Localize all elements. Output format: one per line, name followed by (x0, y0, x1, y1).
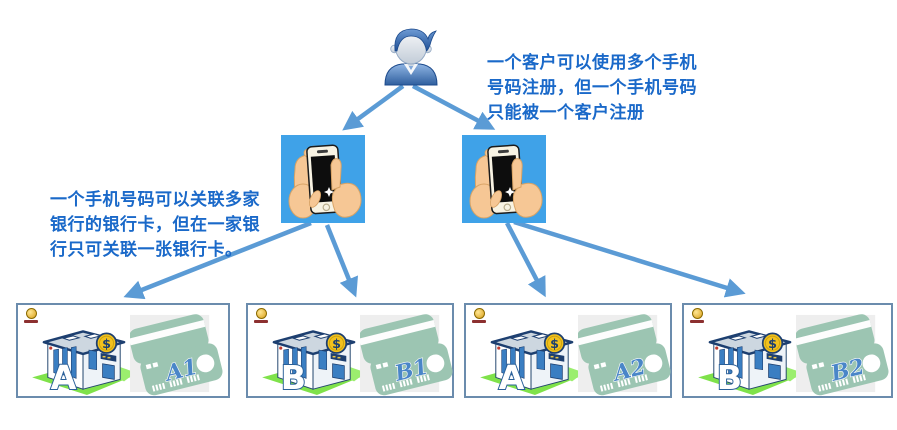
arrow-customer-to-phone1 (342, 84, 405, 131)
bank-card-icon: B1 (360, 314, 453, 396)
bank-logo-icon (471, 308, 487, 323)
bank-box-a2: $ A A2 (464, 303, 672, 398)
bank-building-icon: $ B (698, 330, 802, 397)
coin-dollar-symbol: $ (332, 336, 341, 351)
phone-icon-2 (462, 135, 546, 223)
bank-building-icon: $ A (32, 330, 136, 397)
gold-coin-icon (255, 308, 267, 319)
coin-dollar-symbol: $ (768, 336, 777, 351)
gold-coin-icon (691, 308, 703, 319)
bank-logo-icon (689, 308, 705, 323)
bank-building-icon: $ A (480, 330, 584, 397)
phone-icon-1 (281, 135, 365, 223)
bank-card-icon: A1 (130, 314, 223, 396)
person-icon (384, 28, 438, 86)
bank-letter: A (51, 358, 77, 397)
bank-letter: A (499, 358, 525, 397)
arrow-phone2-to-bank-b2 (513, 219, 746, 298)
bank-box-b1: $ B B1 (246, 303, 454, 398)
hand-holding-phone-icon (281, 135, 365, 223)
hand-holding-phone-icon (462, 135, 546, 223)
bank-logo-text-mark (690, 320, 704, 323)
gold-coin-icon (25, 308, 37, 319)
bank-logo-icon (253, 308, 269, 323)
arrow-phone2-to-bank-a2 (505, 221, 546, 298)
bank-logo-text-mark (472, 320, 486, 323)
customer-rule-note: 一个客户可以使用多个手机 号码注册，但一个手机号码 只能被一个客户注册 (487, 53, 697, 123)
bank-box-a1: $ A A1 (16, 303, 230, 398)
coin-dollar-symbol: $ (550, 336, 559, 351)
coin-dollar-symbol: $ (102, 336, 111, 351)
bank-box-b2: $ B B2 (682, 303, 893, 398)
phone-rule-note: 一个手机号码可以关联多家 银行的银行卡，但在一家银 行只可关联一张银行卡。 (50, 190, 260, 260)
arrow-phone1-to-bank-b1 (324, 224, 359, 298)
bank-card-icon: A2 (578, 314, 671, 396)
customer-icon (378, 21, 444, 87)
bank-card-icon: B2 (796, 314, 889, 396)
bank-letter: B (281, 358, 306, 397)
bank-building-icon: $ B (262, 330, 366, 397)
bank-logo-text-mark (254, 320, 268, 323)
bank-logo-text-mark (24, 320, 38, 323)
bank-logo-icon (23, 308, 39, 323)
bank-letter: B (717, 358, 742, 397)
gold-coin-icon (473, 308, 485, 319)
arrow-phone1-to-bank-a1 (123, 220, 312, 300)
arrow-customer-to-phone2 (411, 84, 496, 130)
